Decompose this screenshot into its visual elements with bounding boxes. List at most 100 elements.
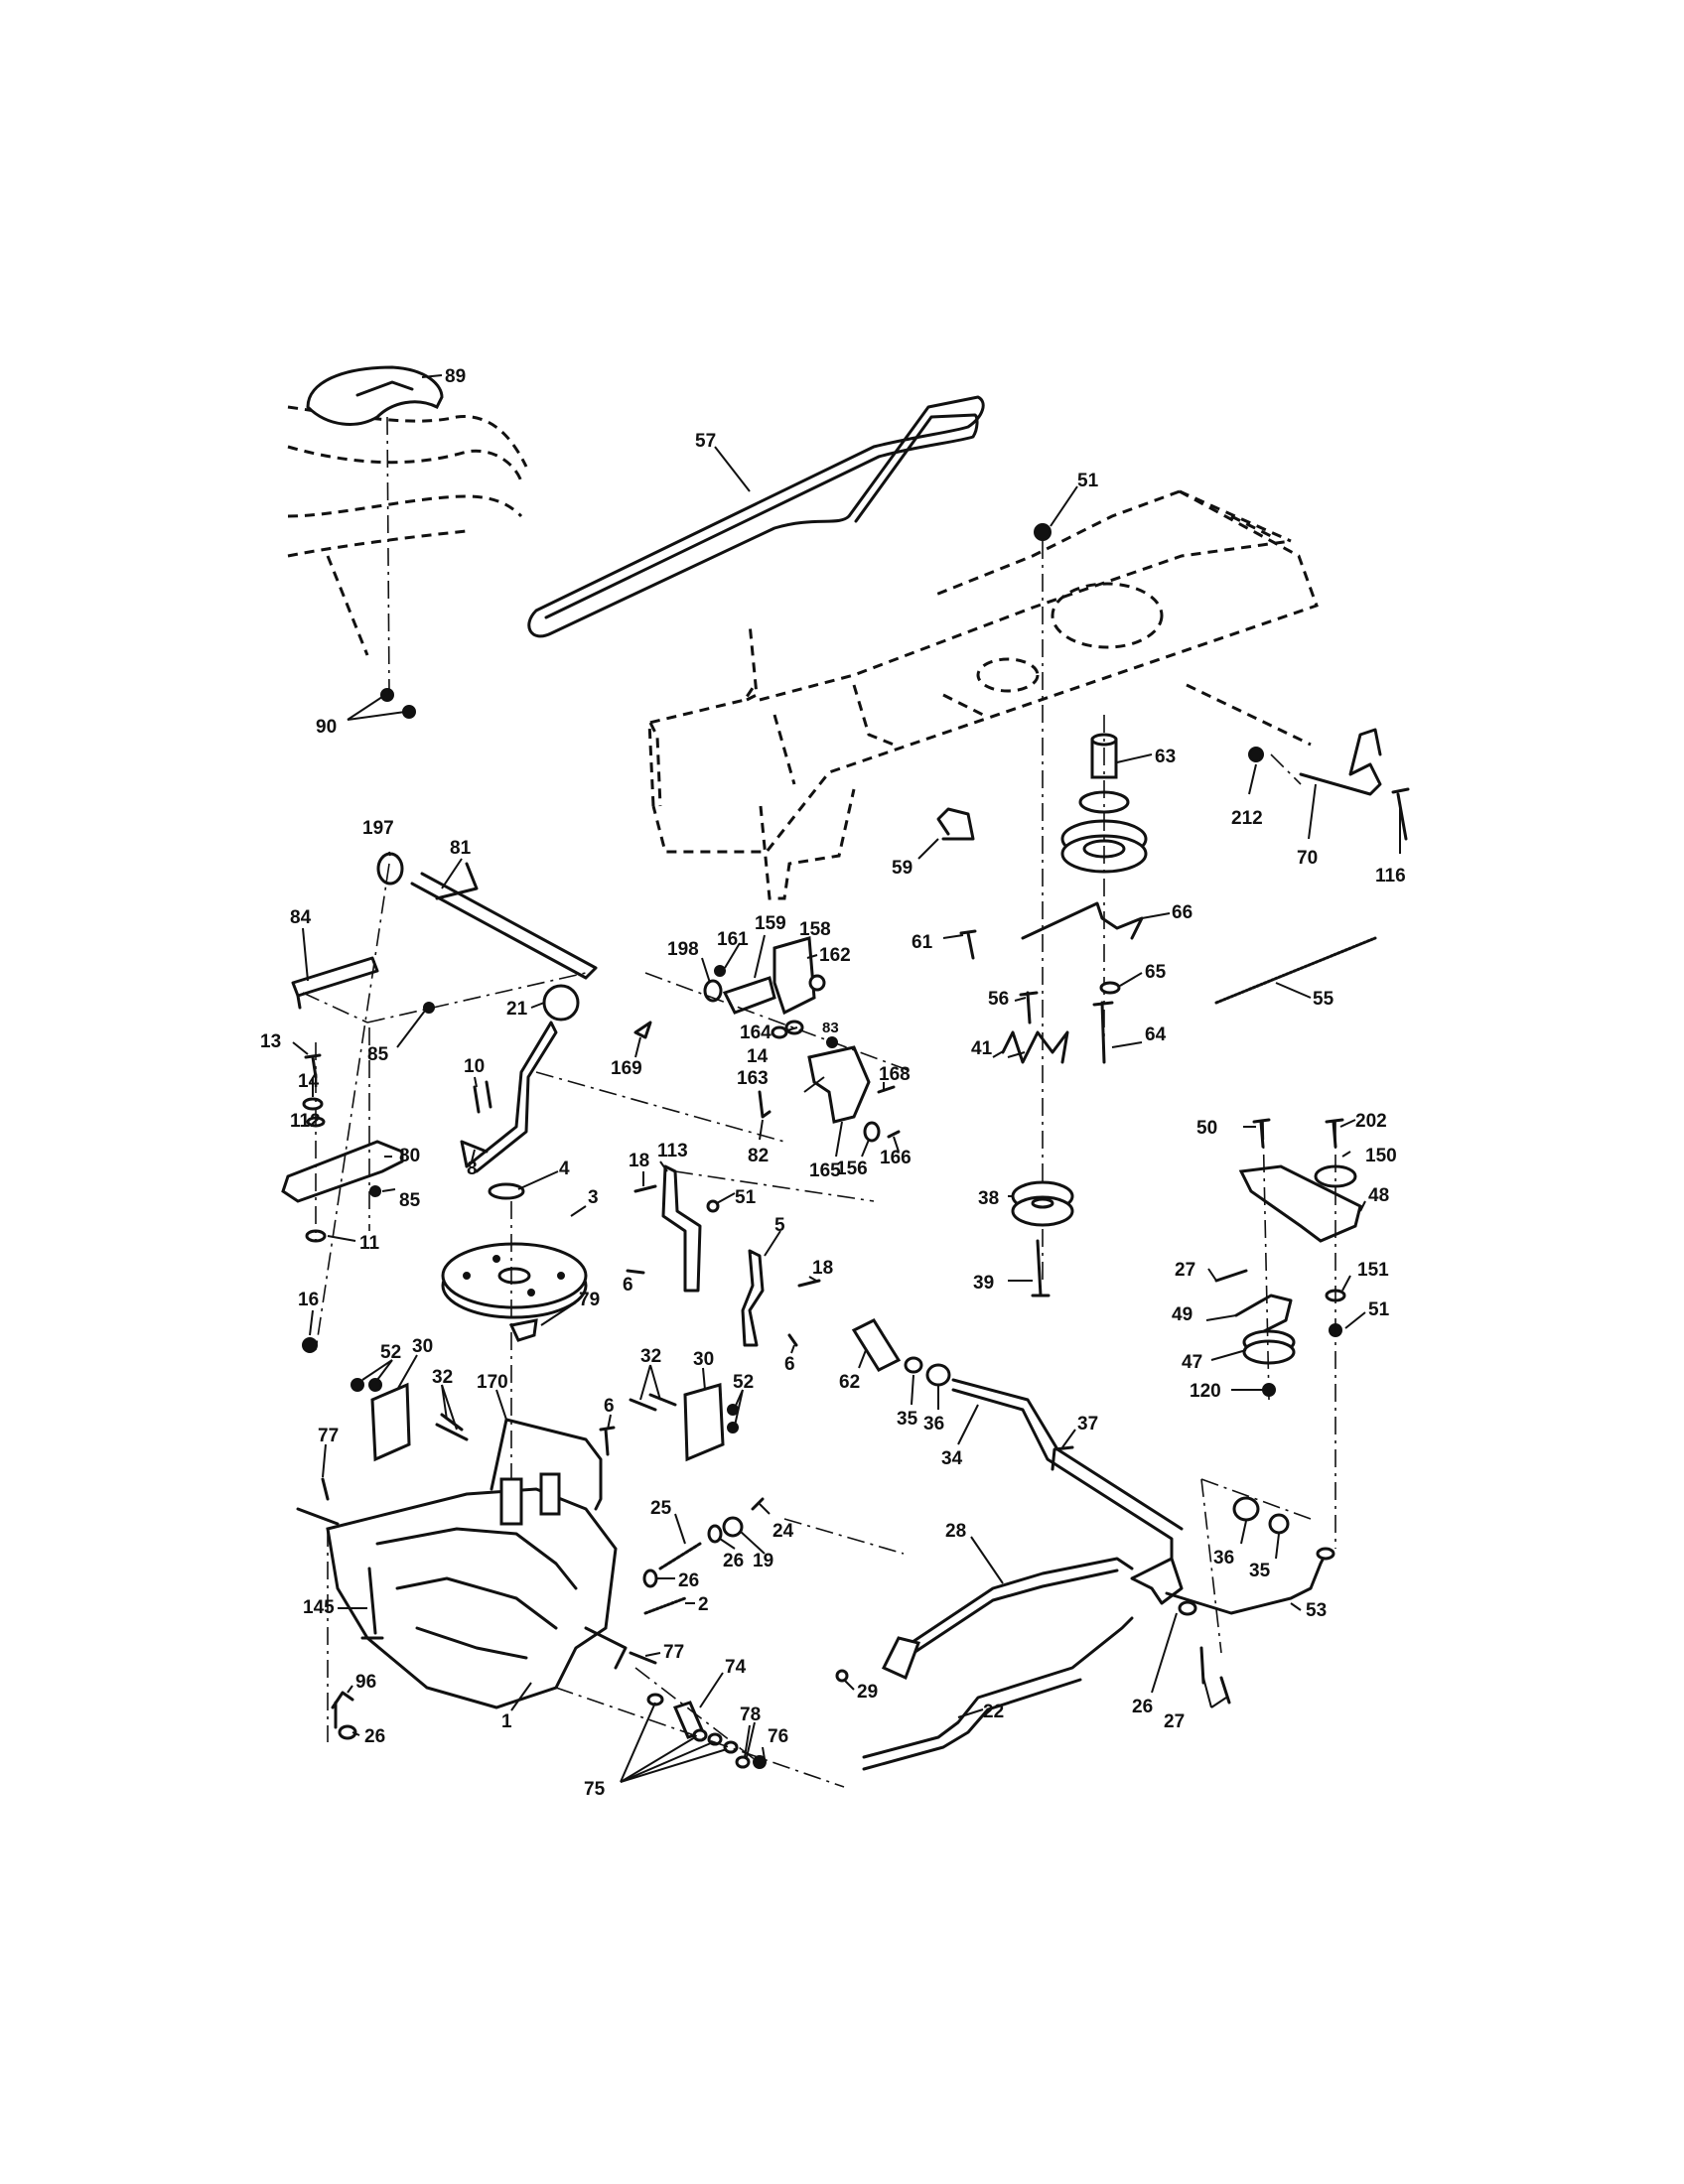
callout-65: 65 [1145, 962, 1167, 983]
callout-22: 22 [983, 1702, 1004, 1722]
part-212-nut [1248, 747, 1264, 762]
part-13-bolt [304, 1053, 322, 1079]
part-161-bolt [714, 965, 726, 977]
callout-161: 161 [717, 929, 749, 950]
part-30-plate-b [683, 1383, 725, 1462]
part-21-knob [542, 984, 580, 1022]
callout-151: 151 [1357, 1260, 1389, 1281]
leader-lines [292, 374, 1401, 1783]
callout-19: 19 [753, 1551, 773, 1571]
callout-38: 38 [978, 1188, 999, 1209]
callout-59: 59 [892, 858, 912, 879]
part-22-rod [862, 1616, 1134, 1759]
part-30-plate-a [370, 1382, 411, 1462]
callout-35b: 35 [1249, 1561, 1271, 1581]
callout-164: 164 [740, 1023, 772, 1043]
part-32-bolt-a [435, 1413, 469, 1441]
callout-66: 66 [1172, 902, 1193, 923]
part-51-nut-b [706, 1199, 720, 1213]
callout-50: 50 [1196, 1118, 1217, 1139]
callout-198: 198 [667, 939, 699, 960]
part-48-bracket [1238, 1164, 1362, 1243]
callout-120: 120 [1190, 1381, 1221, 1402]
callout-75: 75 [584, 1779, 606, 1800]
part-61-bolt [959, 929, 977, 960]
callout-26b: 26 [723, 1551, 744, 1571]
part-77-pin-b [629, 1651, 657, 1665]
part-27-pin [1199, 1646, 1231, 1705]
part-65-washer [1099, 981, 1121, 995]
part-19-collar [722, 1516, 744, 1538]
callout-41: 41 [971, 1038, 993, 1059]
callout-14b: 14 [298, 1071, 320, 1092]
part-35-bushing-b [1268, 1513, 1290, 1535]
part-162-nut [808, 974, 826, 992]
callout-5: 5 [774, 1215, 785, 1236]
callout-24: 24 [772, 1521, 794, 1542]
callout-29: 29 [857, 1682, 878, 1703]
callout-6b: 6 [784, 1354, 795, 1375]
part-90-nuts [380, 688, 416, 719]
part-159-arm [722, 976, 776, 1015]
callout-168: 168 [879, 1064, 911, 1085]
part-169-clip [633, 1021, 652, 1039]
callout-63: 63 [1155, 747, 1176, 767]
part-168-bolt [877, 1085, 896, 1094]
callout-113: 113 [657, 1141, 688, 1161]
part-26-washer-d [338, 1724, 357, 1740]
part-89-cover [306, 365, 444, 426]
part-39-bolt [1031, 1239, 1051, 1297]
callout-21: 21 [506, 999, 528, 1020]
callout-37: 37 [1077, 1414, 1098, 1434]
callout-81: 81 [450, 838, 472, 859]
callout-39: 39 [973, 1273, 994, 1294]
part-6-bolt-b [787, 1333, 798, 1347]
part-165-bracket [807, 1045, 871, 1124]
part-51-nut-top [1034, 523, 1052, 541]
callout-51c: 51 [1368, 1299, 1390, 1320]
callout-35a: 35 [897, 1409, 918, 1430]
callout-49: 49 [1172, 1304, 1193, 1325]
part-52-nut-a1 [351, 1378, 364, 1392]
callout-3: 3 [588, 1187, 599, 1208]
callout-150: 150 [1365, 1146, 1397, 1166]
callout-64: 64 [1145, 1024, 1167, 1045]
part-14-washer-b [771, 1025, 788, 1039]
callout-85a: 85 [367, 1044, 389, 1065]
callout-27a: 27 [1175, 1260, 1195, 1281]
part-26-washer-c [1178, 1600, 1197, 1616]
part-66-bracket [1021, 901, 1144, 940]
callout-53: 53 [1306, 1600, 1327, 1621]
part-14-washer-a [302, 1097, 324, 1111]
part-77-pin-a [321, 1477, 330, 1501]
callout-83: 83 [822, 1020, 839, 1036]
callout-8: 8 [467, 1159, 478, 1179]
callout-57: 57 [695, 431, 716, 452]
part-166-bolt [887, 1130, 901, 1139]
callout-36a: 36 [923, 1414, 944, 1434]
callout-165: 165 [809, 1160, 841, 1181]
callout-26a: 26 [678, 1570, 699, 1591]
callout-89: 89 [445, 366, 466, 387]
part-37-tab [1051, 1445, 1074, 1471]
part-62-tube [851, 1318, 902, 1372]
part-6-bolt-a [626, 1269, 645, 1275]
callout-212: 212 [1231, 808, 1263, 829]
callout-28: 28 [945, 1521, 966, 1542]
callout-166: 166 [880, 1148, 912, 1168]
callout-11: 11 [359, 1233, 380, 1254]
callout-1: 1 [501, 1711, 512, 1732]
part-55-spring [1214, 936, 1377, 1005]
part-170-rod [490, 1418, 603, 1511]
part-2-spring [643, 1596, 687, 1615]
phantom-lines [302, 416, 1312, 1788]
part-25-spring [658, 1542, 702, 1570]
callout-25: 25 [650, 1498, 672, 1519]
callout-158: 158 [799, 919, 831, 940]
callout-96: 96 [355, 1672, 376, 1693]
part-18-bolt-a [633, 1184, 657, 1193]
part-78-washer [735, 1755, 751, 1769]
callout-79: 79 [579, 1290, 600, 1310]
callout-55: 55 [1313, 989, 1334, 1010]
callout-34: 34 [941, 1448, 963, 1469]
